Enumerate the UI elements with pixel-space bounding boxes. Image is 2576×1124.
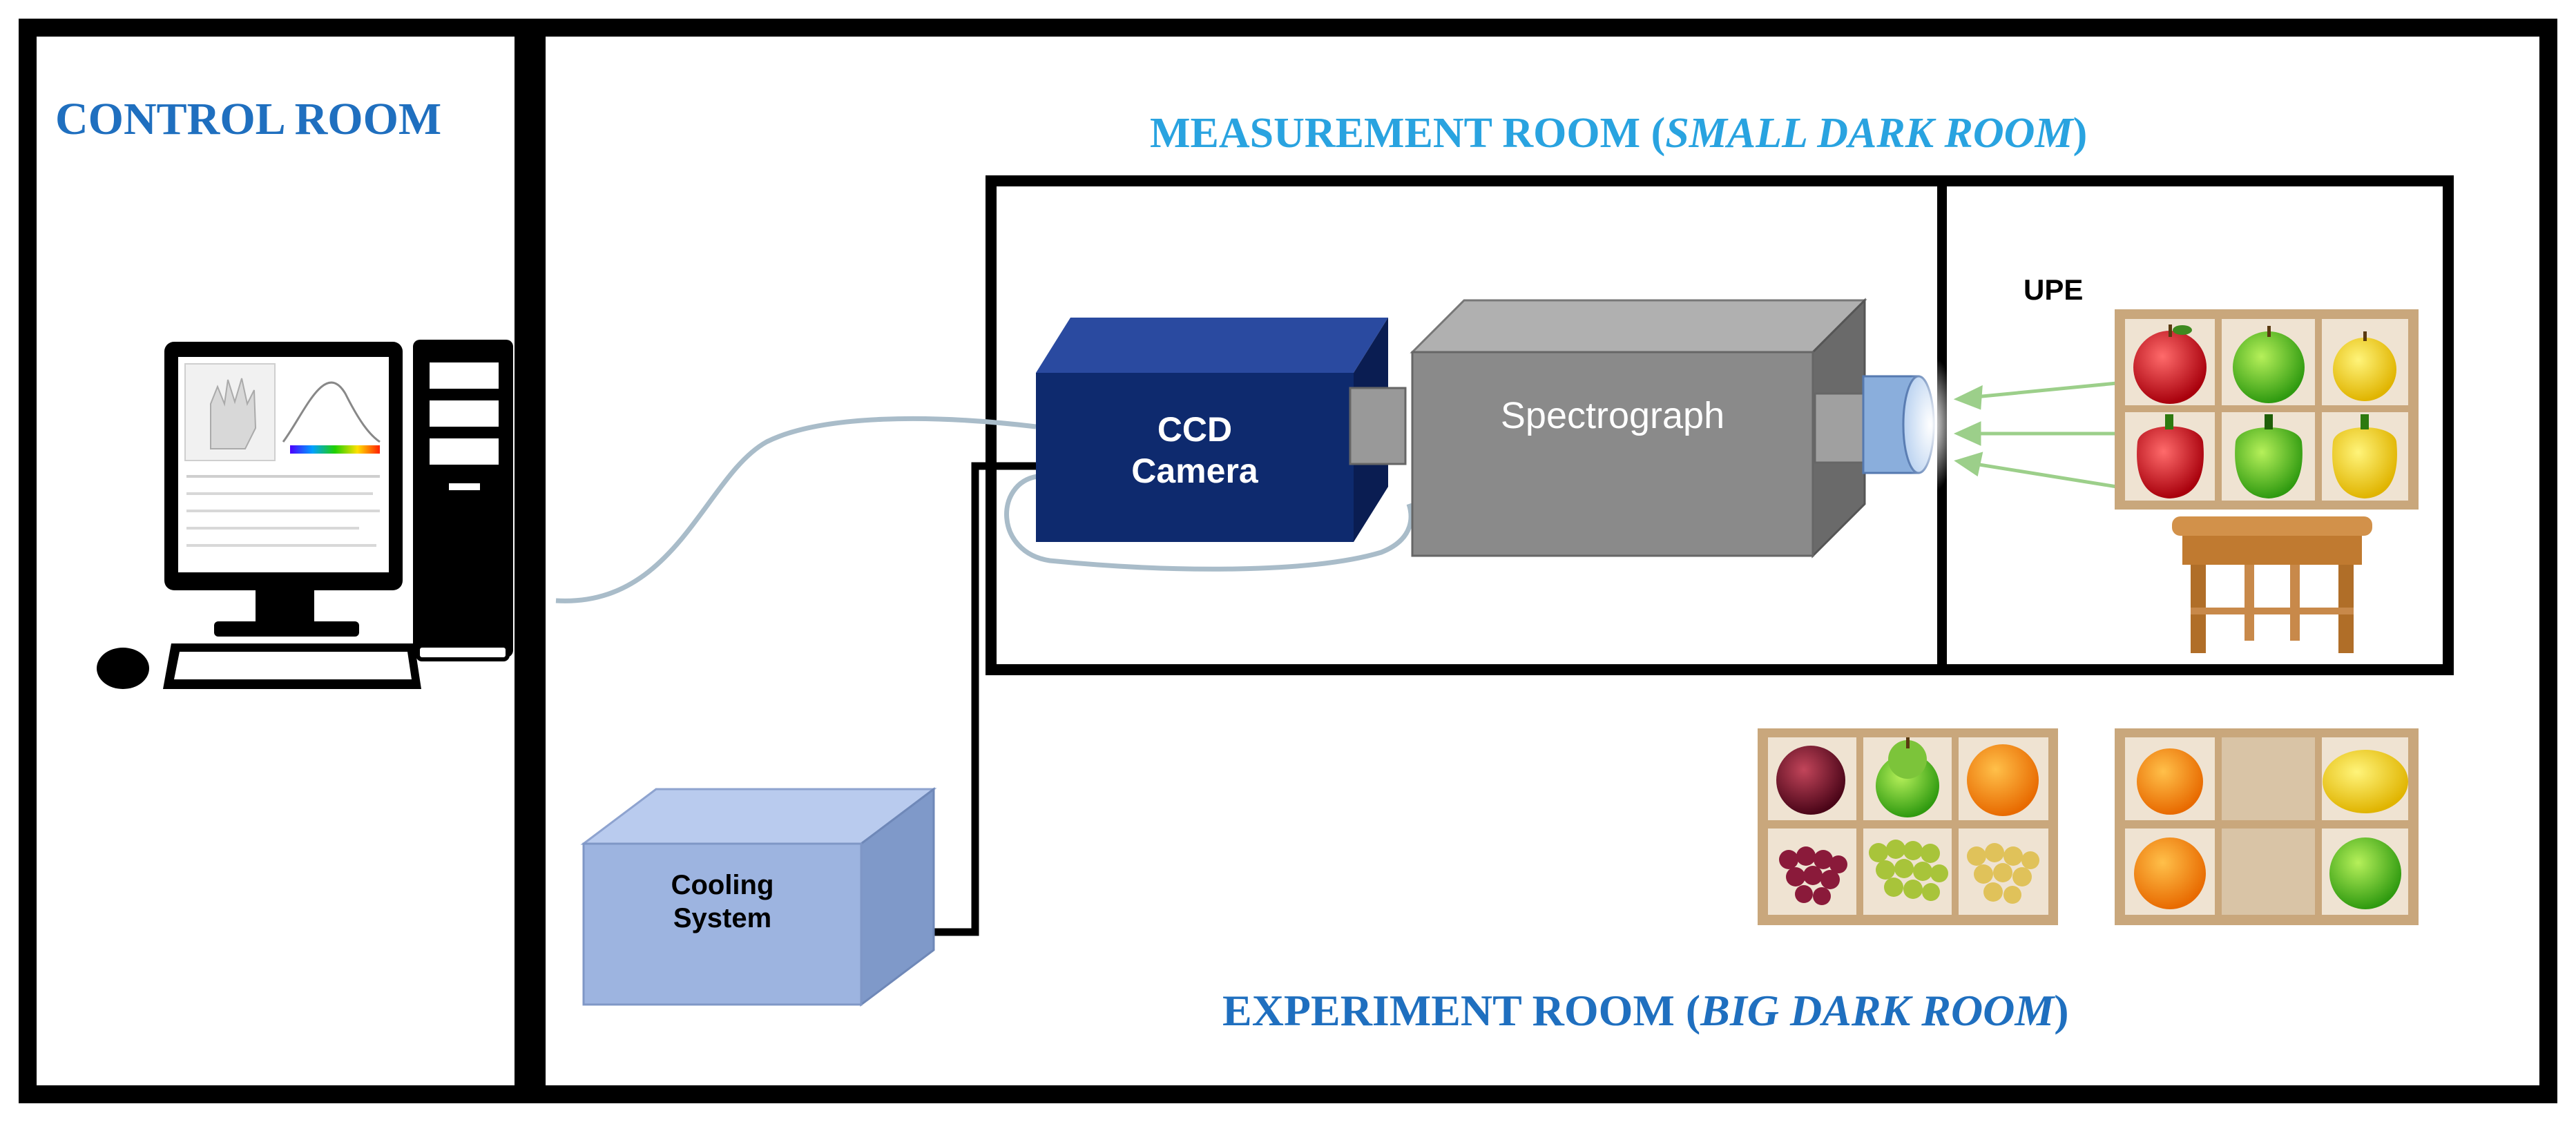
spectrograph-input-optic bbox=[1862, 356, 1958, 494]
pear-icon bbox=[1876, 737, 1939, 817]
grapes-icon bbox=[1779, 846, 1847, 905]
yellow-pepper-icon bbox=[2332, 414, 2397, 498]
cooling-hose bbox=[898, 462, 1043, 936]
control-room-label: CONTROL ROOM bbox=[55, 94, 442, 144]
mouse-icon bbox=[97, 648, 149, 689]
camera-lens-connector bbox=[1349, 387, 1407, 465]
green-grapes-icon bbox=[1869, 840, 1948, 901]
measurement-room-box bbox=[986, 175, 2454, 675]
upe-emission-arrows bbox=[1953, 381, 2117, 489]
upe-label: UPE bbox=[2024, 273, 2084, 306]
cooling-system bbox=[580, 786, 937, 1007]
stool-icon bbox=[2172, 516, 2372, 653]
computer-monitor-icon bbox=[164, 342, 403, 637]
red-apple-icon bbox=[2133, 324, 2207, 404]
green-pepper-icon bbox=[2235, 414, 2303, 498]
green-apple-icon bbox=[2233, 326, 2305, 403]
yellow-apple-icon bbox=[2333, 331, 2396, 401]
keyboard-icon bbox=[163, 643, 421, 689]
yellow-grapes-icon bbox=[1967, 843, 2039, 904]
lime-icon bbox=[2329, 837, 2401, 909]
tangerine-icon bbox=[2137, 748, 2203, 815]
camera-loop-cable bbox=[1004, 474, 1414, 572]
spectrograph bbox=[1410, 298, 1867, 559]
computer-tower-icon bbox=[413, 340, 513, 661]
plum-icon bbox=[1776, 746, 1845, 815]
computer-cable bbox=[555, 416, 1037, 603]
room-divider bbox=[515, 19, 546, 1103]
outer-frame bbox=[19, 19, 2557, 1103]
red-pepper-icon bbox=[2137, 414, 2204, 498]
orange-icon bbox=[1967, 744, 2039, 816]
spectrograph-label: Spectrograph bbox=[1500, 395, 1725, 436]
lemon-icon bbox=[2323, 750, 2408, 813]
spectrograph-connector bbox=[1814, 392, 1866, 464]
measurement-room-label: MEASUREMENT ROOM (SMALL DARK ROOM) bbox=[1150, 110, 2088, 157]
experiment-room-label: EXPERIMENT ROOM (BIG DARK ROOM) bbox=[1222, 986, 2069, 1035]
orange-icon bbox=[2134, 837, 2206, 909]
